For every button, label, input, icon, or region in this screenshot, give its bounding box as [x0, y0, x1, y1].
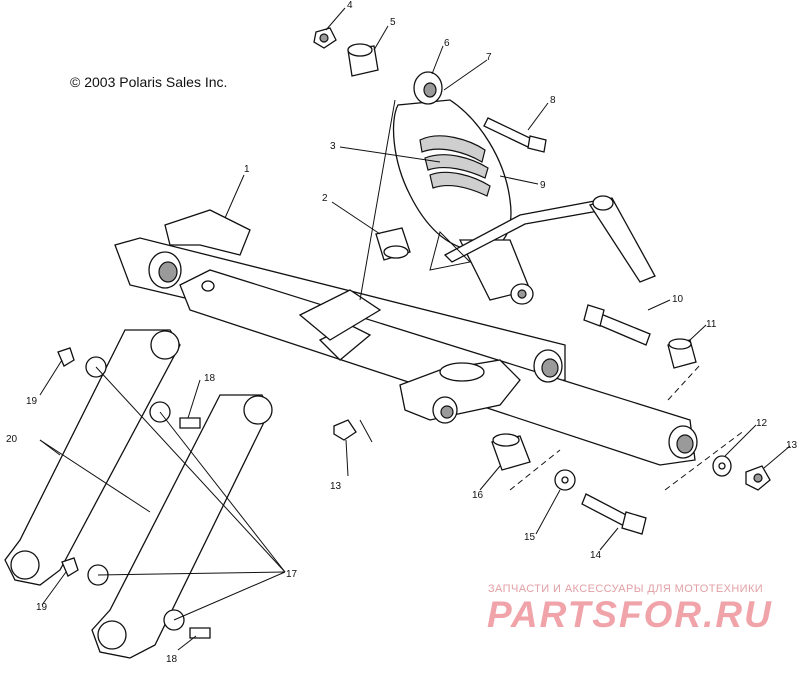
- callout-8: 8: [550, 95, 556, 106]
- watermark-brand: PARTSFOR.RU: [487, 594, 773, 635]
- nut-13-left: [333, 419, 357, 441]
- callout-2: 2: [322, 193, 328, 204]
- callout-14: 14: [590, 550, 602, 561]
- callout-6: 6: [444, 38, 450, 49]
- callout-4: 4: [347, 0, 353, 11]
- callout-labels: 1 2 3 4 5 6 7 8 9 10 11 12 13 13 14 15 1…: [6, 0, 798, 665]
- callout-7: 7: [486, 52, 492, 63]
- nut-4: [313, 27, 337, 49]
- callout-9: 9: [540, 180, 546, 191]
- callout-17: 17: [286, 569, 298, 580]
- bolt-8: [483, 117, 547, 153]
- callout-19-upper: 19: [26, 396, 38, 407]
- bolt-14: [581, 493, 647, 535]
- callout-12: 12: [756, 418, 768, 429]
- copyright-notice: © 2003 Polaris Sales Inc.: [70, 74, 228, 90]
- callout-16: 16: [472, 490, 484, 501]
- nuts-19: [57, 347, 79, 577]
- callout-1: 1: [244, 164, 250, 175]
- swing-arm: [114, 209, 698, 466]
- bushing-16: [491, 433, 531, 471]
- callout-19-lower: 19: [36, 602, 48, 613]
- link-arm-lower: [91, 394, 273, 659]
- callout-13-right: 13: [786, 440, 798, 451]
- bushing-2: [375, 227, 411, 261]
- washer-12: [712, 455, 732, 477]
- callout-5: 5: [390, 17, 396, 28]
- callout-15: 15: [524, 532, 536, 543]
- leader-lines: [39, 7, 791, 651]
- callout-11: 11: [706, 319, 717, 330]
- callout-18-lower: 18: [166, 654, 178, 665]
- callout-10: 10: [672, 294, 684, 305]
- callout-20: 20: [6, 434, 18, 445]
- bolts-18: [179, 417, 211, 639]
- watermark-tagline: ЗАПЧАСТИ И АКСЕССУАРЫ ДЛЯ МОТОТЕХНИКИ: [488, 583, 764, 595]
- bushing-11: [667, 338, 697, 369]
- callout-18-upper: 18: [204, 373, 216, 384]
- bushing-5: [347, 43, 379, 77]
- nut-13-right: [745, 465, 771, 491]
- link-arm-upper: [4, 329, 181, 586]
- washer-15: [554, 469, 576, 491]
- callout-13-left: 13: [330, 481, 342, 492]
- shock-absorber: [392, 71, 656, 305]
- bolt-10: [583, 304, 651, 346]
- callout-3: 3: [330, 141, 336, 152]
